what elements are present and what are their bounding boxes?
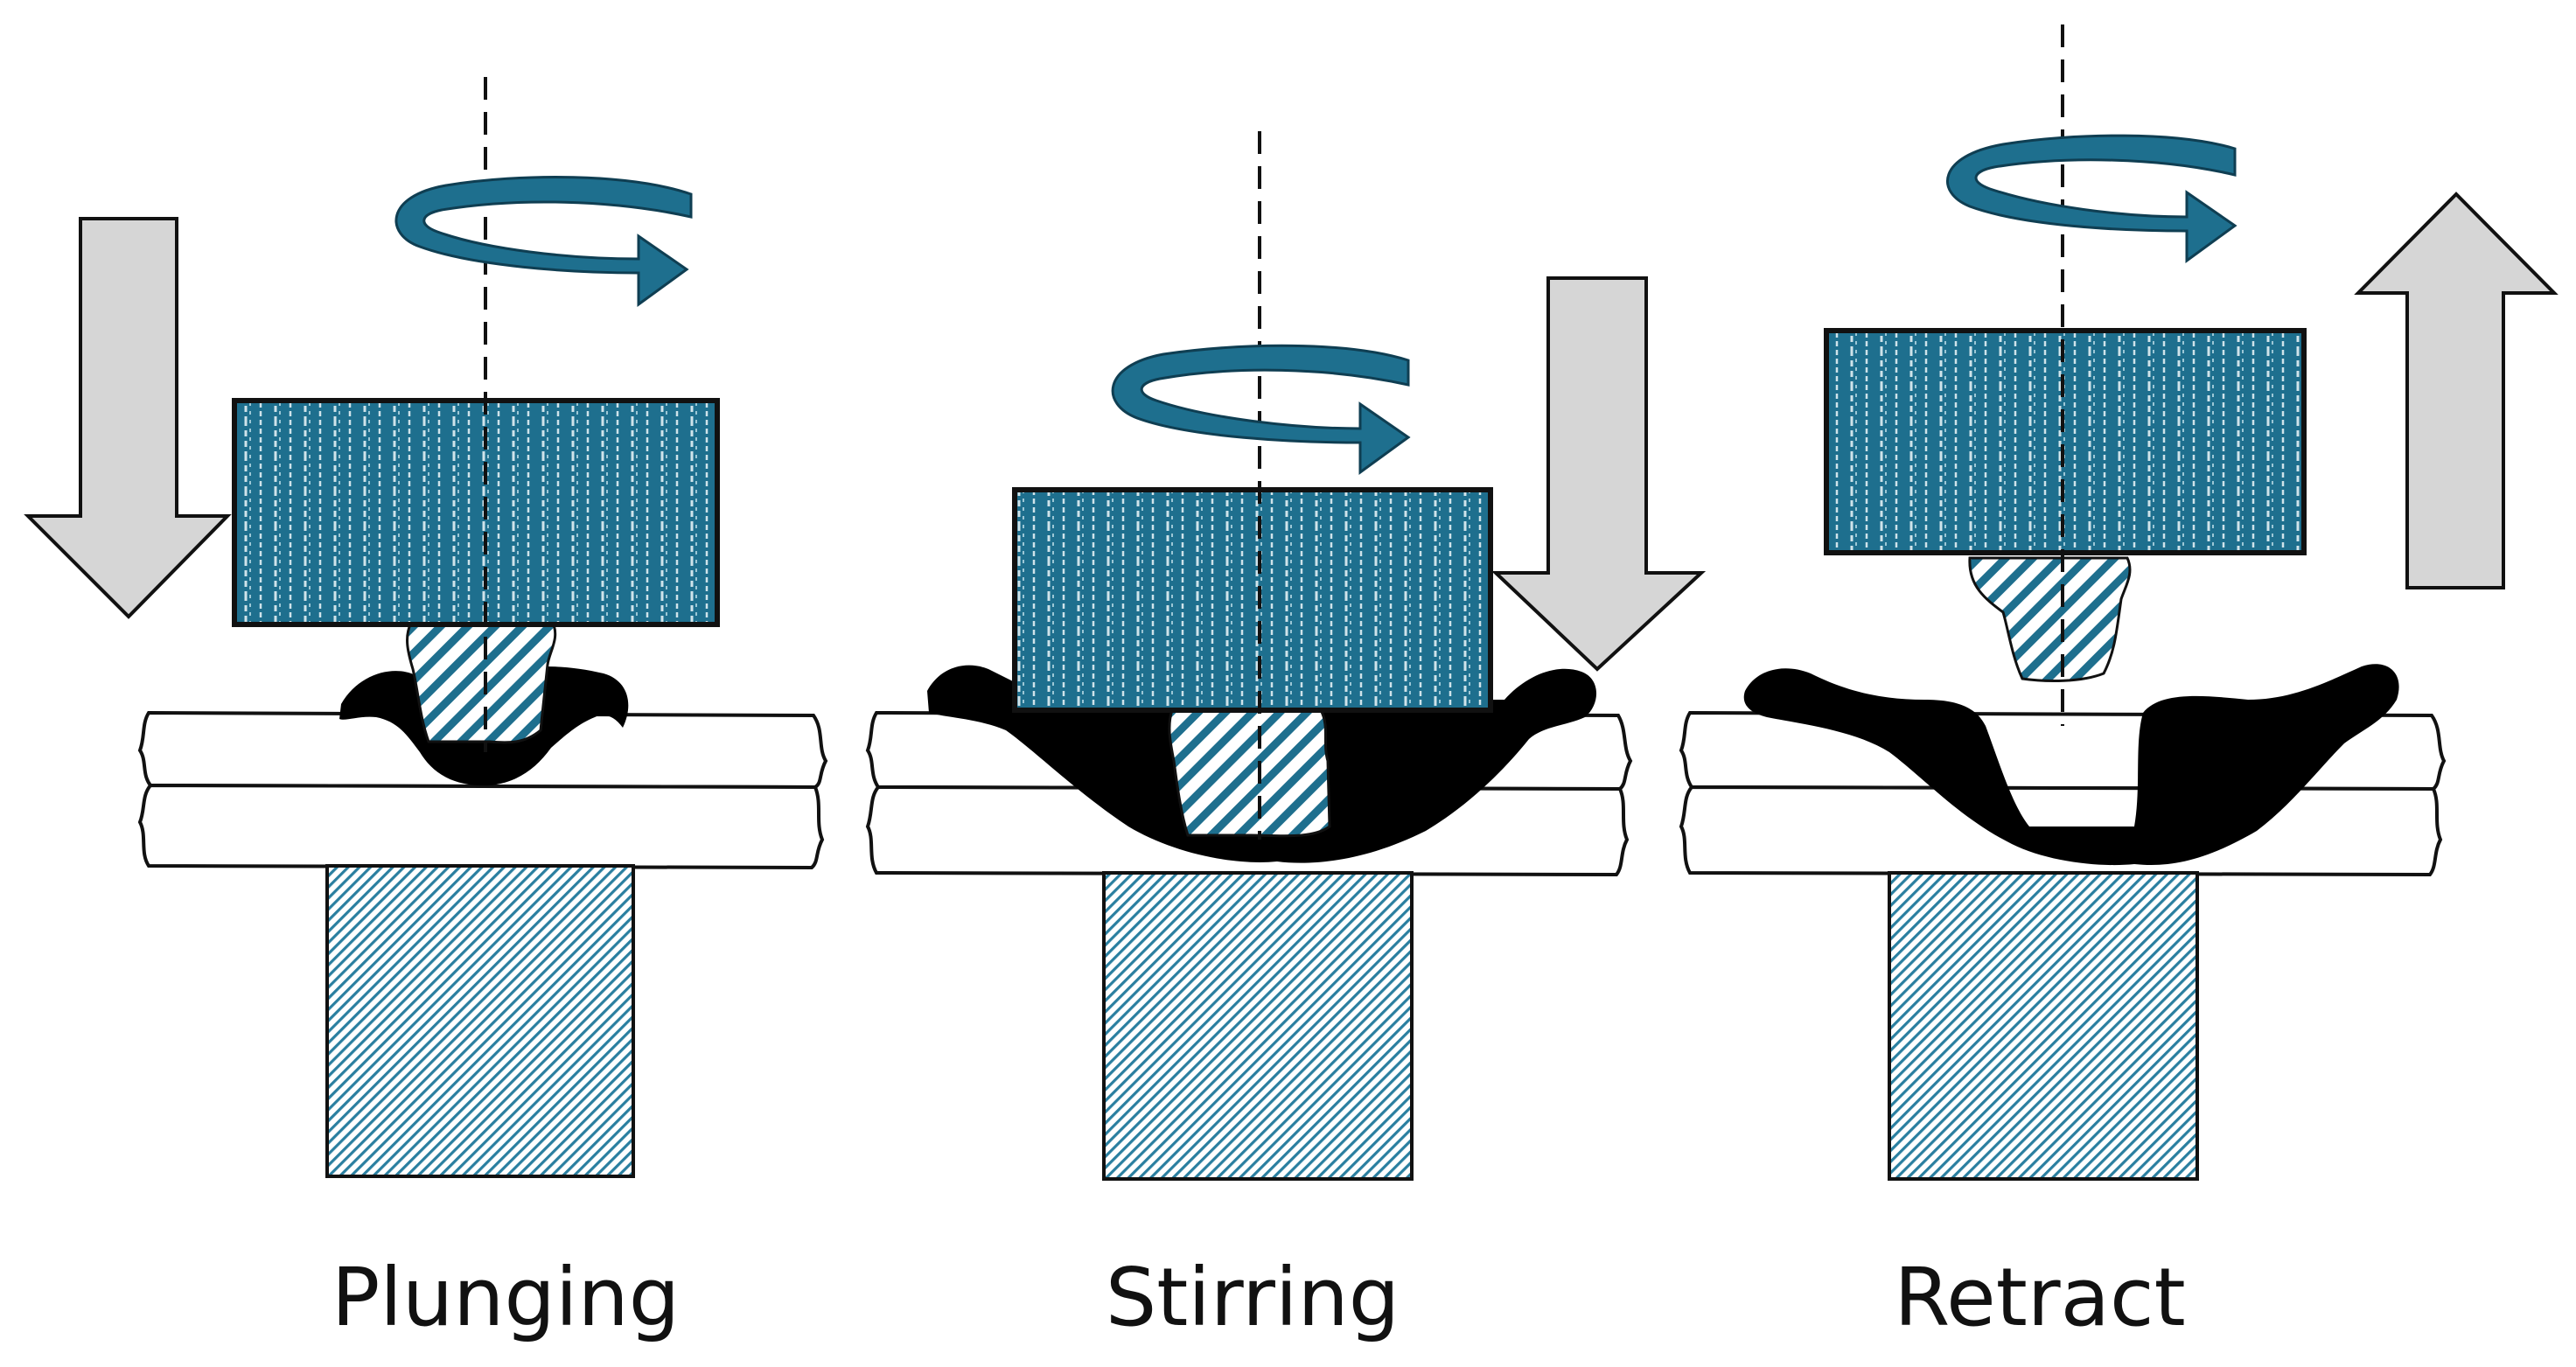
- tool-pin: [1968, 556, 2132, 682]
- anvil: [325, 864, 635, 1178]
- block-arrow-icon: [1490, 276, 1707, 672]
- anvil: [1888, 871, 2199, 1181]
- stage-stirring: Stirring: [865, 131, 1707, 1344]
- tool-shoulder: [1824, 328, 2307, 555]
- stage-label-plunging: Plunging: [332, 1251, 680, 1344]
- block-arrow-icon: [2354, 192, 2559, 589]
- stir-zone: [1743, 664, 2399, 866]
- anvil: [1102, 871, 1414, 1181]
- tool-shoulder: [1012, 487, 1493, 713]
- stage-label-retract: Retract: [1894, 1251, 2185, 1344]
- curved-arrow-icon: [1946, 134, 2237, 263]
- curved-arrow-icon: [1111, 344, 1411, 475]
- block-arrow-icon: [24, 217, 232, 619]
- tool-pin: [406, 621, 557, 744]
- lower-plate: [137, 783, 825, 870]
- curved-arrow-icon: [394, 176, 693, 307]
- stage-retract: Retract: [1679, 24, 2559, 1344]
- tool-pin: [1168, 708, 1331, 838]
- tool-shoulder: [232, 398, 720, 627]
- stage-label-stirring: Stirring: [1106, 1251, 1400, 1344]
- stage-plunging: Plunging: [24, 77, 828, 1344]
